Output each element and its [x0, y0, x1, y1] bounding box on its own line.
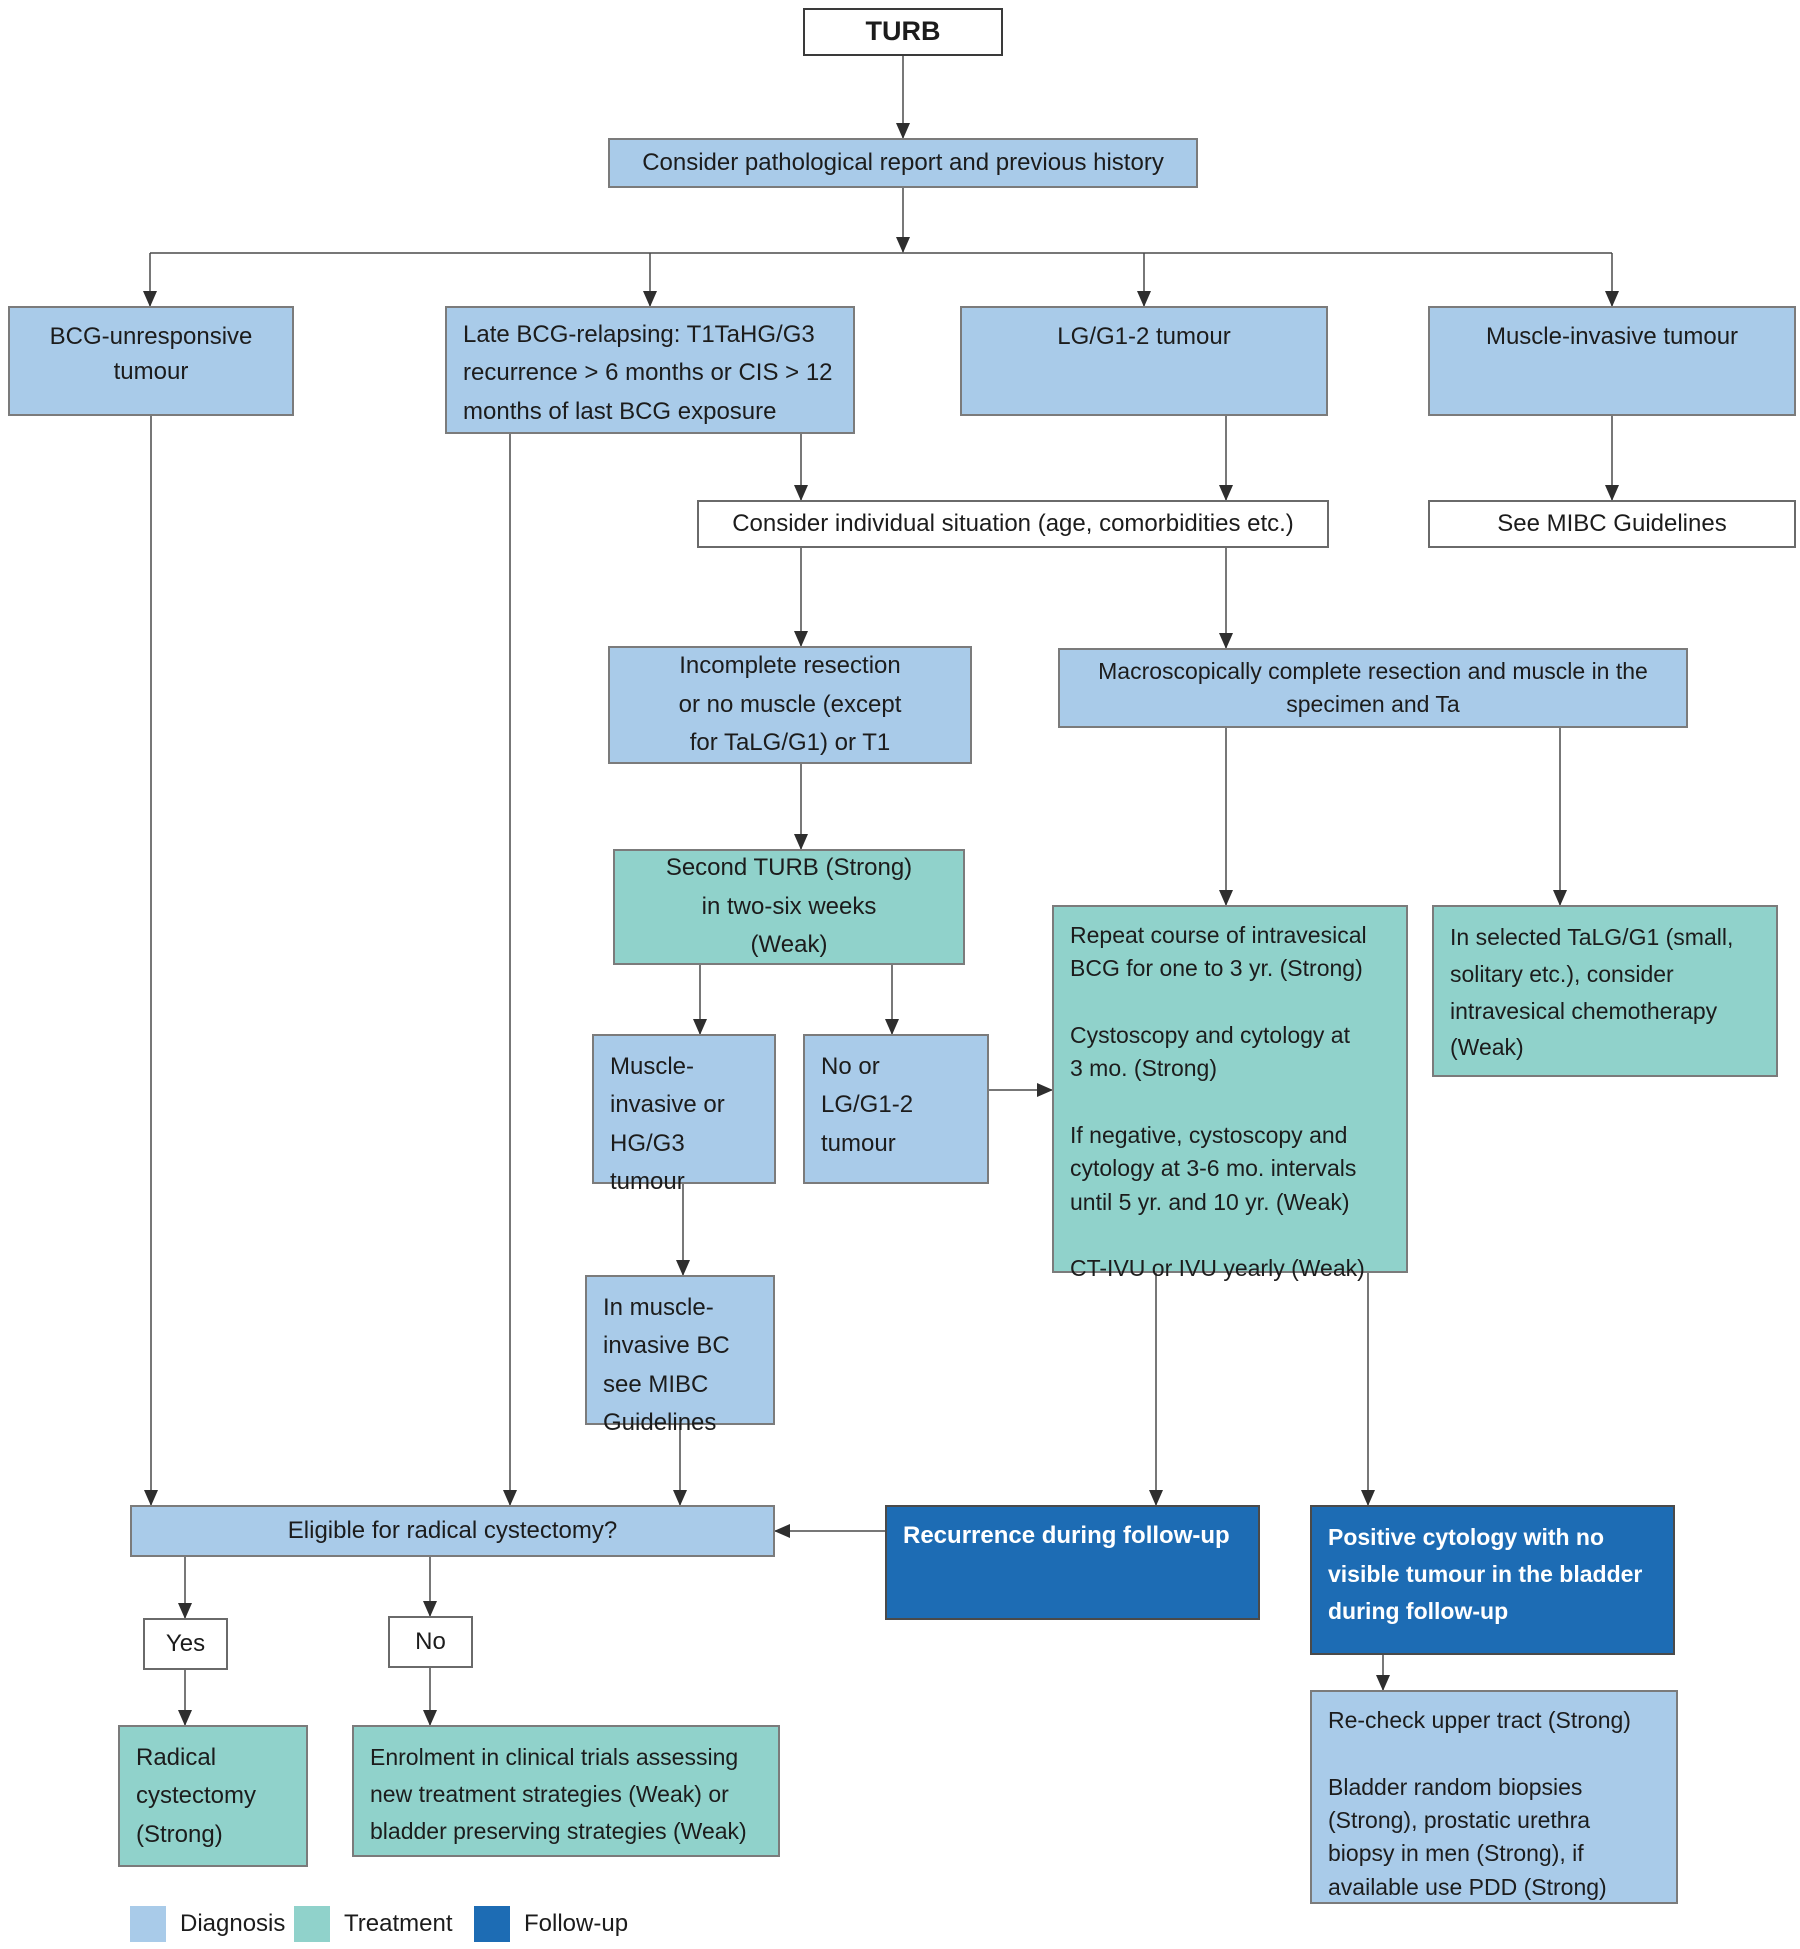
muscle-invasive-tumour-node: Muscle-invasive tumour	[1428, 306, 1796, 416]
second-turb-node: Second TURB (Strong) in two-six weeks (W…	[613, 849, 965, 965]
in-selected-talg-node: In selected TaLG/G1 (small, solitary etc…	[1432, 905, 1778, 1077]
legend-item-treatment: Treatment	[294, 1906, 452, 1942]
radical-cystectomy-node: Radical cystectomy (Strong)	[118, 1725, 308, 1867]
legend-item-diagnosis: Diagnosis	[130, 1906, 285, 1942]
consider-report-node: Consider pathological report and previou…	[608, 138, 1198, 188]
eligible-radical-cystectomy-node: Eligible for radical cystectomy?	[130, 1505, 775, 1557]
no-or-lg-tumour-node: No or LG/G1-2 tumour	[803, 1034, 989, 1184]
incomplete-resection-node: Incomplete resection or no muscle (excep…	[608, 646, 972, 764]
legend-swatch-diagnosis	[130, 1906, 166, 1942]
consider-individual-node: Consider individual situation (age, como…	[697, 500, 1329, 548]
legend-label-followup: Follow-up	[524, 1910, 629, 1937]
in-mibc-see-guidelines-node: In muscle- invasive BC see MIBC Guidelin…	[585, 1275, 775, 1436]
positive-cytology-node: Positive cytology with no visible tumour…	[1310, 1505, 1675, 1655]
yes-node: Yes	[143, 1618, 228, 1670]
bcg-unresponsive-node: BCG-unresponsive tumour	[8, 306, 294, 416]
muscle-invasive-hg-node: Muscle- invasive or HG/G3 tumour	[592, 1034, 776, 1195]
legend-label-treatment: Treatment	[344, 1910, 453, 1937]
lg-g12-tumour-node: LG/G1-2 tumour	[960, 306, 1328, 416]
legend-swatch-treatment	[294, 1906, 330, 1942]
repeat-bcg-node: Repeat course of intravesical BCG for on…	[1052, 905, 1408, 1281]
recurrence-followup-node: Recurrence during follow-up	[885, 1505, 1260, 1620]
see-mibc-guidelines-node: See MIBC Guidelines	[1428, 500, 1796, 548]
legend-label-diagnosis: Diagnosis	[180, 1910, 286, 1937]
recheck-upper-tract-node: Re-check upper tract (Strong) Bladder ra…	[1310, 1690, 1678, 1904]
late-bcg-relapsing-node: Late BCG-relapsing: T1TaHG/G3 recurrence…	[445, 306, 855, 434]
enrolment-trials-node: Enrolment in clinical trials assessing n…	[352, 1725, 780, 1857]
legend-swatch-followup	[474, 1906, 510, 1942]
turb-node: TURB	[803, 8, 1003, 56]
no-node: No	[388, 1616, 473, 1668]
legend-item-followup: Follow-up	[474, 1906, 628, 1942]
macroscopic-complete-node: Macroscopically complete resection and m…	[1058, 648, 1688, 728]
